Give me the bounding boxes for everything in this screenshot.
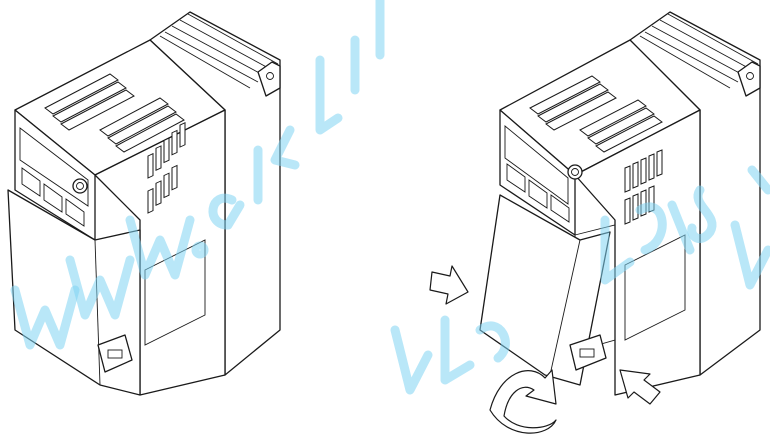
dial-knob [72,178,88,194]
cover-latch [569,334,607,371]
cover-edge [94,239,101,386]
tilt-arrow [489,369,557,434]
side-face [94,109,226,396]
view-cover-being-removed [479,11,761,396]
dial-knob-center [76,182,84,190]
latch-slot [579,348,595,358]
top-vents [44,73,185,153]
side-label-panel [624,234,686,341]
latch-slot [107,349,123,359]
side-face [574,109,701,396]
side-vents [147,121,186,214]
dial-knob [567,164,583,180]
keypad-buttons [21,167,85,227]
push-arrow-right [619,369,661,405]
heatsink-fins [639,13,759,89]
cover-latch [97,334,133,373]
mounting-hole [746,72,754,80]
display-window [19,127,89,207]
cover-edge [549,239,581,376]
top-vents [529,75,663,153]
display-window [504,125,569,205]
mounting-hole [266,72,274,80]
watermark-text-graphic [10,0,770,395]
dial-knob-center [571,168,579,176]
heatsink-fins [159,13,279,89]
keypad-buttons [506,163,570,223]
push-arrow-left [429,265,469,305]
